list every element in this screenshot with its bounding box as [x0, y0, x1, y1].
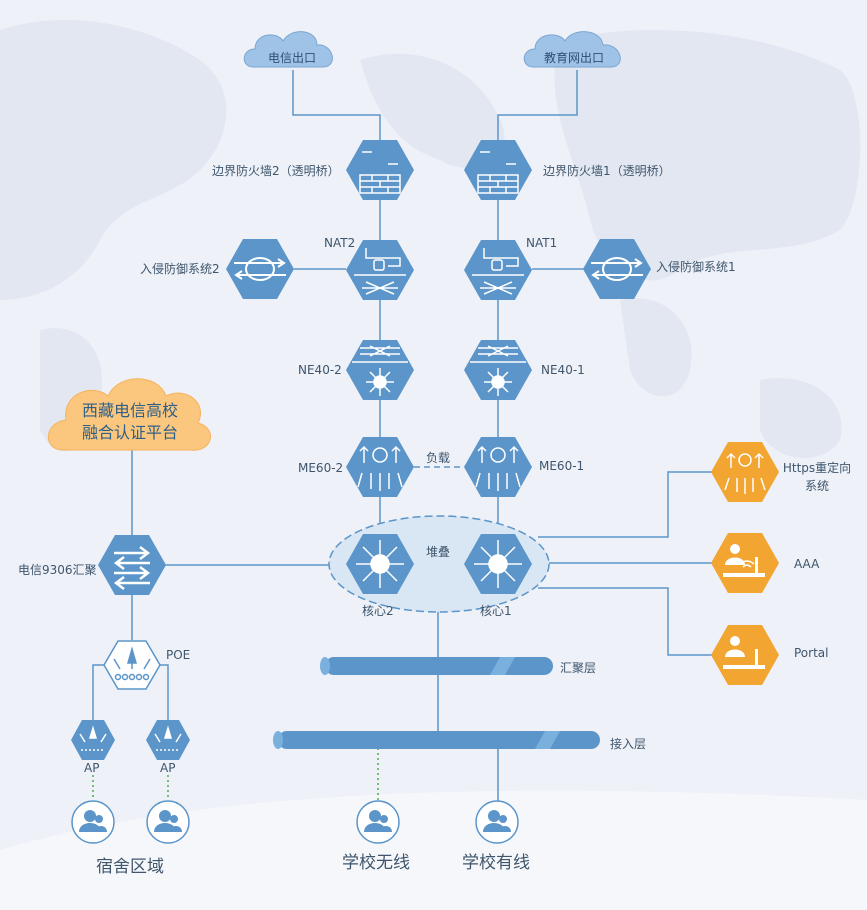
agg-9306-switch[interactable]	[98, 535, 166, 595]
me60-2-label: ME60-2	[298, 461, 344, 475]
ap-a-device[interactable]	[71, 720, 115, 760]
me60-2-device[interactable]	[346, 437, 414, 497]
ips2-label: 入侵防御系统2	[140, 262, 220, 276]
auth-platform-line2: 融合认证平台	[81, 423, 178, 442]
core2-label: 核心2	[362, 604, 394, 618]
user-icon-dorm-b	[146, 800, 190, 844]
core2-device[interactable]	[346, 534, 414, 594]
firewall2-label: 边界防火墙2（透明桥）	[212, 164, 340, 178]
school-wireless-label: 学校无线	[342, 853, 410, 873]
telecom-exit-cloud	[243, 31, 333, 68]
load-balance-label: 负载	[426, 451, 451, 465]
https-redirect-label: Https重定向 系统	[782, 459, 852, 495]
agg-9306-label: 电信9306汇聚	[18, 563, 97, 577]
ne40-2-device[interactable]	[346, 340, 414, 400]
edu-exit-cloud	[523, 31, 621, 68]
https-redirect-line1: Https重定向	[782, 461, 852, 475]
me60-1-label: ME60-1	[539, 459, 585, 473]
aaa-server[interactable]	[711, 533, 779, 593]
access-layer-label: 接入层	[610, 737, 647, 751]
auth-platform-cloud	[47, 378, 211, 451]
nat1-device[interactable]	[464, 240, 532, 300]
auth-platform-label: 西藏电信高校 融合认证平台	[56, 400, 204, 444]
poe-label: POE	[166, 648, 191, 662]
ne40-2-label: NE40-2	[298, 363, 342, 377]
nat2-device[interactable]	[346, 240, 414, 300]
ips2-device[interactable]	[226, 239, 294, 299]
world-map-background	[0, 20, 867, 910]
portal-label: Portal	[794, 646, 829, 660]
core1-label: 核心1	[480, 604, 512, 618]
edu-exit-label: 教育网出口	[544, 51, 605, 65]
ips1-label: 入侵防御系统1	[656, 260, 736, 274]
school-wired-label: 学校有线	[462, 853, 530, 873]
aaa-label: AAA	[794, 557, 820, 571]
https-redirect-line2: 系统	[804, 479, 829, 493]
me60-1-device[interactable]	[464, 437, 532, 497]
ap-b-device[interactable]	[146, 720, 190, 760]
access-layer-bar	[273, 731, 600, 749]
ne40-1-device[interactable]	[464, 340, 532, 400]
https-redirect-device[interactable]	[711, 442, 779, 502]
ne40-1-label: NE40-1	[541, 363, 585, 377]
user-icon-dorm-a	[71, 800, 115, 844]
wireless-dotted-links	[92, 748, 379, 800]
firewall1-device[interactable]	[464, 140, 532, 200]
poe-switch[interactable]	[103, 640, 161, 690]
firewall2-device[interactable]	[346, 140, 414, 200]
nat1-label: NAT1	[526, 236, 558, 250]
telecom-exit-label: 电信出口	[268, 51, 317, 65]
ips1-device[interactable]	[583, 239, 651, 299]
nat2-label: NAT2	[324, 236, 356, 250]
ap-b-label: AP	[160, 761, 176, 775]
user-icon-school-wired	[475, 800, 519, 844]
stack-label: 堆叠	[426, 545, 451, 559]
dorm-zone-label: 宿舍区域	[96, 857, 164, 877]
ap-a-label: AP	[84, 761, 100, 775]
portal-server[interactable]	[711, 625, 779, 685]
auth-platform-line1: 西藏电信高校	[81, 401, 178, 420]
aggregation-layer-label: 汇聚层	[560, 661, 597, 675]
core1-device[interactable]	[464, 534, 532, 594]
aggregation-layer-bar	[320, 657, 553, 675]
user-icon-school-wireless	[356, 800, 400, 844]
firewall1-label: 边界防火墙1（透明桥）	[543, 164, 671, 178]
